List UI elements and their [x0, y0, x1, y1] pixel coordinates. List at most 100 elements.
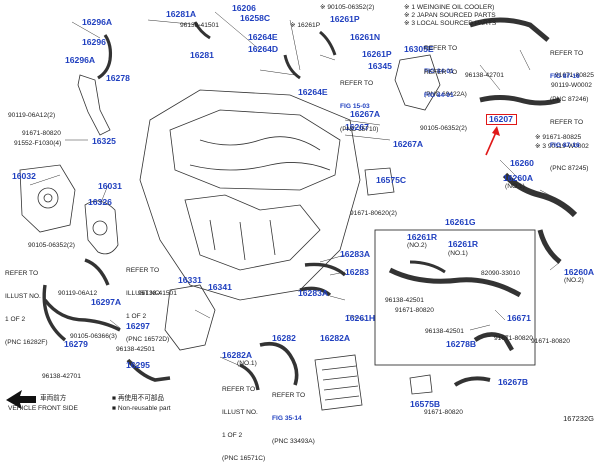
part-16261R[interactable]: 16261R	[448, 239, 479, 249]
part-label: 91671-80620(2)	[350, 210, 397, 217]
part-label: ※ 16261P	[290, 22, 321, 29]
bracket-16575C	[364, 167, 395, 196]
part-16267[interactable]: 16267	[345, 122, 369, 132]
legend-item: JAPAN SOURCED PARTS	[416, 12, 496, 19]
part-16326[interactable]: 16326	[88, 197, 112, 207]
part-16260[interactable]: 16260	[510, 158, 534, 168]
part-16305E[interactable]: 16305E	[404, 44, 434, 54]
part-label: 91671-80820	[531, 338, 570, 345]
part-16296A[interactable]: 16296A	[65, 55, 96, 65]
part-16295[interactable]: 16295	[126, 360, 150, 370]
part-label: 91671-80820	[494, 335, 533, 342]
refer-to-fig-15-03[interactable]: REFER TO FIG 15-03 (PNC 15710)	[340, 65, 378, 141]
part-16261P[interactable]: 16261P	[362, 49, 392, 59]
part-16296[interactable]: 16296	[82, 37, 106, 47]
refer-to-fig-84-01-b[interactable]: REFER TO FIG 84-01	[424, 54, 457, 107]
part-16281[interactable]: 16281	[190, 50, 214, 60]
ref-pnc: (PNC 87245)	[550, 164, 589, 172]
part-16032[interactable]: 16032	[12, 171, 36, 181]
part-16206[interactable]: 16206	[232, 3, 256, 13]
hose-16260A	[537, 229, 562, 264]
highlight-box-16207	[486, 114, 517, 125]
part-label: 96138-42501	[385, 297, 424, 304]
ref-line: REFER TO	[550, 50, 584, 58]
part-label: 96138-42701	[465, 72, 504, 79]
part-16258C[interactable]: 16258C	[240, 13, 271, 23]
refer-to-illust-16282F[interactable]: REFER TO ILLUST NO. 1 OF 2 (PNC 16282F)	[5, 255, 48, 354]
part-16264E[interactable]: 16264E	[298, 87, 328, 97]
part-16331[interactable]: 16331	[178, 275, 202, 285]
part-label: 82090-33010	[481, 270, 520, 277]
part-16341[interactable]: 16341	[208, 282, 232, 292]
part-16261R[interactable]: 16261R	[407, 232, 438, 242]
part-16297A[interactable]: 16297A	[91, 297, 122, 307]
part-16278B[interactable]: 16278B	[446, 339, 477, 349]
ref-line: ILLUST NO.	[5, 292, 41, 300]
refer-to-illust-16571C[interactable]: REFER TO ILLUST NO. 1 OF 2 (PNC 16571C)	[222, 371, 265, 470]
no-mark: (NO.1)	[448, 250, 468, 257]
part-label: 91671-80825	[555, 72, 594, 79]
part-16260A[interactable]: 16260A	[564, 267, 595, 277]
part-16283A[interactable]: 16283A	[340, 249, 371, 259]
part-16325[interactable]: 16325	[92, 136, 116, 146]
refer-to-fig-35-14[interactable]: REFER TO FIG 35-14 (PNC 33493A)	[272, 377, 315, 453]
ref-figure: FIG 84-01	[424, 91, 454, 99]
part-label: 90119-W0002	[551, 82, 592, 89]
hose-16279	[42, 284, 67, 342]
refer-to-fig-87-16[interactable]: REFER TO FIG 87-16 (PNC 87246)	[550, 35, 588, 111]
hose-16261G	[388, 267, 522, 298]
ref-pnc: (PNC 16282F)	[5, 338, 48, 346]
part-16575C[interactable]: 16575C	[376, 175, 407, 185]
part-16207[interactable]: 16207	[489, 114, 513, 124]
part-16264D[interactable]: 16264D	[248, 44, 279, 54]
hose-16264D	[283, 54, 301, 80]
part-16261H[interactable]: 16261H	[345, 313, 376, 323]
part-16261P[interactable]: 16261P	[330, 14, 360, 24]
part-16267B[interactable]: 16267B	[498, 377, 529, 387]
engine-detail	[189, 162, 331, 171]
ref-figure: FIG 87-16	[550, 72, 580, 80]
part-label: 96138-42701	[42, 373, 81, 380]
part-label: 91552-F1030(4)	[14, 140, 62, 147]
ref-figure: FIG 15-03	[340, 102, 370, 110]
part-16031[interactable]: 16031	[98, 181, 122, 191]
no-mark: (NO.2)	[407, 242, 427, 249]
part-16267A[interactable]: 16267A	[393, 139, 424, 149]
part-16296A[interactable]: 16296A	[82, 17, 113, 27]
hose-16295	[126, 358, 171, 382]
ref-line: REFER TO	[550, 119, 584, 127]
part-label: ※ 3 90119-W0002	[535, 143, 589, 150]
refer-to-fig-87-16-b[interactable]: REFER TO FIG 87-16 (PNC 87245)	[550, 104, 588, 180]
hose-16281	[193, 21, 211, 40]
part-16267A[interactable]: 16267A	[350, 109, 381, 119]
part-16283[interactable]: 16283	[345, 267, 369, 277]
part-16671[interactable]: 16671	[507, 313, 531, 323]
hose-16261N	[319, 30, 337, 56]
ref-pnc: (PNC 87246)	[550, 95, 589, 103]
part-16261G[interactable]: 16261G	[445, 217, 476, 227]
part-16283A[interactable]: 16283A	[298, 288, 329, 298]
part-16261N[interactable]: 16261N	[350, 32, 381, 42]
ref-line: 1 OF 2	[126, 312, 147, 320]
ref-line: REFER TO	[272, 392, 306, 400]
part-16282A[interactable]: 16282A	[222, 350, 253, 360]
part-16282A[interactable]: 16282A	[320, 333, 351, 343]
refer-to-fig-84-01[interactable]: REFER TO FIG 84-01 (PNC 69422A)	[424, 30, 467, 106]
part-16264E[interactable]: 16264E	[248, 32, 278, 42]
part-16260A[interactable]: 16260A	[503, 173, 534, 183]
legend-item: LOCAL SOURCED PARTS	[416, 20, 497, 27]
hose-16207	[479, 95, 561, 106]
ref-pnc: (PNC 69422A)	[424, 90, 467, 98]
part-16297[interactable]: 16297	[126, 321, 150, 331]
legend-item: WEINGINE OIL COOLER)	[416, 4, 495, 11]
legend: ※ 1 WEINGINE OIL COOLER) ※ 2 JAPAN SOURC…	[404, 4, 497, 27]
refer-to-illust-16572D[interactable]: REFER TO ILLUST NO. 1 OF 2 (PNC 16572D)	[126, 252, 169, 351]
part-16345[interactable]: 16345	[368, 61, 392, 71]
part-16279[interactable]: 16279	[64, 339, 88, 349]
part-16278[interactable]: 16278	[106, 73, 130, 83]
ref-line: 1 OF 2	[222, 431, 243, 439]
part-16575B[interactable]: 16575B	[410, 399, 441, 409]
part-16281A[interactable]: 16281A	[166, 9, 197, 19]
part-16282[interactable]: 16282	[272, 333, 296, 343]
hose-16282A	[239, 363, 260, 391]
